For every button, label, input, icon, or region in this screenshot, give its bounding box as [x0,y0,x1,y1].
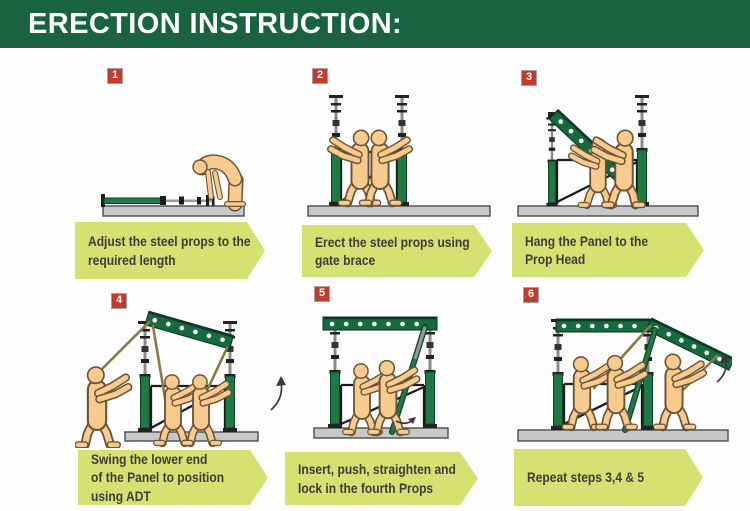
steel-prop-horizontal [101,194,215,207]
base-plate [102,205,245,217]
step-4-illustration [75,298,290,448]
caption-line: of the Panel to position [91,469,225,486]
step-caption-arrow: Adjust the steel props to the required l… [75,222,265,279]
base-plate [307,205,491,217]
step-number-badge: 1 [107,68,123,84]
steel-prop [634,94,650,207]
caption-line: Prop Head [525,251,586,267]
step-1-illustration [100,138,250,222]
step-number-badge: 2 [312,68,328,84]
steel-prop [137,320,153,433]
caption-line: Insert, push, straighten and [298,461,456,477]
step-caption-arrow: Insert, push, straighten and lock in the… [285,452,478,505]
caption-line: lock in the fourth Props [298,479,434,496]
caption-line: Erect the steel props using [315,233,470,250]
step-caption-arrow: Erect the steel props using gate brace [302,225,492,277]
steel-prop [327,316,343,429]
step-number-badge: 3 [521,70,537,86]
formwork-panel [144,310,235,350]
step-caption-arrow: Hang the Panel to the Prop Head [512,223,704,277]
step-caption-arrow: Swing the lower end of the Panel to posi… [78,450,268,505]
caption-line: gate brace [315,252,376,268]
swing-direction-arrow [270,381,283,411]
page-title: ERECTION INSTRUCTION: [28,7,403,40]
step-2-illustration [302,88,494,222]
worker-figure [656,354,703,427]
second-panel-tilted [645,317,732,371]
caption-line: Hang the Panel to the [525,232,649,249]
header-bar: ERECTION INSTRUCTION: [0,0,750,48]
caption-line: Adjust the steel props to the [88,233,251,249]
step-number-badge: 4 [111,293,127,309]
step-caption-arrow: Repeat steps 3,4 & 5 [514,449,703,506]
worker-figure [78,367,128,445]
step-5-illustration [300,293,480,448]
worker-bending-figure [192,154,246,212]
formwork-panel [555,318,651,333]
step-6-illustration [512,298,732,448]
step-number-badge: 6 [523,287,539,303]
adt-pole [91,320,151,380]
step-number-badge: 5 [314,286,330,302]
caption-line: Repeat steps 3,4 & 5 [527,469,645,486]
caption-line: required length [88,251,176,268]
caption-line: Swing the lower end [91,450,208,467]
step-3-illustration [510,88,705,222]
formwork-panel [322,316,438,331]
steel-prop [546,116,558,207]
steel-prop [550,318,566,431]
caption-line: using ADT [91,487,151,504]
